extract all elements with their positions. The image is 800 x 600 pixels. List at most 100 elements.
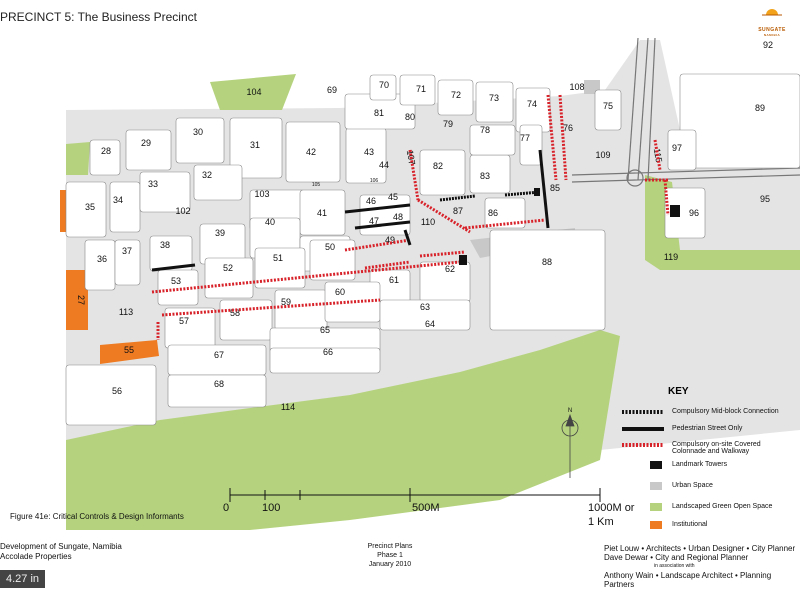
plot-label-60: 60 (335, 287, 345, 297)
logo-text: SUNGATE (758, 27, 786, 33)
key-item-urban: Urban Space (622, 482, 713, 490)
plot-label-49: 49 (385, 235, 395, 245)
plot-label-96: 96 (689, 208, 699, 218)
key-label: Compulsory on-site Covered Colonnade and… (672, 441, 761, 455)
plot-label-103: 103 (254, 189, 269, 199)
page-title: PRECINCT 5: The Business Precinct (0, 10, 197, 24)
plot-label-89: 89 (755, 103, 765, 113)
block (193, 164, 243, 201)
block (484, 197, 526, 229)
footer-mid: Precinct Plans Phase 1 January 2010 (360, 542, 420, 569)
footer-right: Piet Louw • Architects • Urban Designer … (604, 544, 800, 589)
plot-label-53: 53 (171, 276, 181, 286)
key-item-landmark: Landmark Towers (622, 461, 727, 469)
plot-label-113: 113 (119, 307, 133, 317)
block (229, 117, 283, 179)
plot-label-42: 42 (306, 147, 316, 157)
plot-label-46: 46 (366, 196, 376, 206)
orange-55 (100, 340, 159, 364)
plot-label-39: 39 (215, 228, 225, 238)
size-chip[interactable]: 4.27 in (0, 570, 46, 588)
landmark-tower-96 (670, 205, 680, 217)
orange-west (60, 190, 68, 232)
footer-credit-2: Dave Dewar • City and Regional Planner (604, 553, 749, 562)
plot-label-30: 30 (193, 127, 203, 137)
landmark-tower-85 (534, 188, 540, 196)
footer-left: Development of Sungate, Namibia Accolade… (0, 542, 122, 562)
plot-label-105: 105 (312, 182, 321, 188)
block (65, 181, 107, 238)
block (84, 239, 116, 291)
plot-label-69: 69 (327, 85, 337, 95)
key-item-colonnade: Compulsory on-site Covered Colonnade and… (622, 441, 792, 455)
block (489, 229, 606, 331)
plot-label-97: 97 (672, 143, 682, 153)
key-label: Landmark Towers (672, 461, 728, 468)
plot-label-64: 64 (425, 319, 435, 329)
north-label: N (568, 408, 572, 414)
plot-label-67: 67 (214, 350, 224, 360)
plot-label-114: 114 (281, 402, 295, 412)
plot-label-74: 74 (527, 99, 537, 109)
footer-phase: Phase 1 (377, 552, 403, 559)
plot-label-41: 41 (317, 208, 327, 218)
block (379, 299, 471, 331)
plot-label-79: 79 (443, 119, 453, 129)
block (437, 79, 474, 116)
plot-label-106: 106 (370, 178, 379, 184)
block (664, 187, 706, 239)
plot-label-28: 28 (101, 146, 111, 156)
plot-label-61: 61 (389, 275, 399, 285)
block (269, 347, 381, 374)
plot-label-109: 109 (595, 150, 610, 160)
plot-label-95: 95 (760, 194, 770, 204)
block (274, 289, 328, 331)
footer-date: January 2010 (368, 561, 412, 568)
plot-label-52: 52 (223, 263, 233, 273)
footer-project: Development of Sungate, Namibia (0, 542, 122, 551)
plot-label-40: 40 (265, 217, 275, 227)
block (309, 239, 356, 281)
key-label: Compulsory Mid-block Connection (672, 408, 779, 415)
plot-label-81: 81 (374, 108, 384, 118)
plot-label-76: 76 (563, 123, 573, 133)
orange-27 (66, 270, 88, 330)
plot-label-102: 102 (175, 206, 190, 216)
highway (571, 37, 800, 187)
footer-credit-1: Piet Louw • Architects • Urban Designer … (604, 544, 796, 553)
block (419, 149, 466, 196)
plot-label-83: 83 (480, 171, 490, 181)
plot-label-35: 35 (85, 202, 95, 212)
plot-label-45: 45 (388, 192, 398, 202)
plot-label-119: 119 (664, 252, 678, 262)
colonnade-lines (151, 94, 670, 340)
plot-label-75: 75 (603, 101, 613, 111)
footer-client: Accolade Properties (0, 552, 72, 561)
plot-label-92: 92 (763, 40, 773, 50)
scale-label-100: 100 (262, 502, 281, 514)
plot-label-32: 32 (202, 170, 212, 180)
block (109, 181, 141, 233)
key-label: Urban Space (672, 482, 713, 489)
green-104 (210, 74, 296, 110)
block (519, 124, 543, 166)
plot-label-27: 27 (76, 295, 86, 305)
plot-label-51: 51 (273, 253, 283, 263)
plot-label-58: 58 (230, 308, 240, 318)
pedestrian-streets (151, 149, 550, 272)
key-title: KEY (668, 386, 689, 397)
key-label: Landscaped Green Open Space (672, 503, 773, 510)
key-item-green: Landscaped Green Open Space (622, 503, 772, 511)
plot-label-59: 59 (281, 297, 291, 307)
north-arrow (561, 413, 579, 478)
key-label: Pedestrian Street Only (672, 425, 743, 432)
plot-label-48: 48 (393, 212, 403, 222)
plot-label-88: 88 (542, 257, 552, 267)
plot-label-82: 82 (433, 161, 443, 171)
plot-label-65: 65 (320, 325, 330, 335)
plot-label-56: 56 (112, 386, 122, 396)
plot-label-62: 62 (445, 264, 455, 274)
plot-label-104: 104 (246, 87, 261, 97)
landmark-tower-62 (459, 255, 467, 265)
